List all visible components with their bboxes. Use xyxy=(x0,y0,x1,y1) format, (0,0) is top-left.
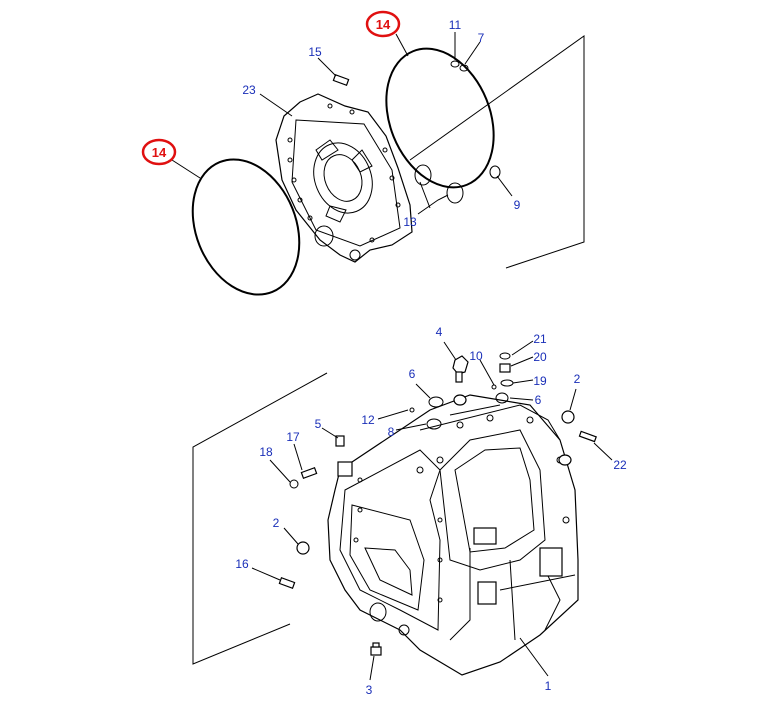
part-label: 15 xyxy=(308,45,322,59)
part-label: 21 xyxy=(533,332,547,346)
leader-lines xyxy=(171,32,613,681)
part-label: 4 xyxy=(436,325,443,339)
part-label: 18 xyxy=(259,445,273,459)
bolt-22[interactable] xyxy=(578,430,597,443)
part-label: 1 xyxy=(545,679,552,693)
washers-21-20-19[interactable] xyxy=(495,352,514,404)
part-label: 9 xyxy=(514,198,521,212)
callout-14-lower-highlight[interactable]: 14 xyxy=(141,138,177,166)
lower-plane xyxy=(192,372,328,665)
part-label: 10 xyxy=(469,349,483,363)
upper-plane xyxy=(409,35,585,269)
part-label: 23 xyxy=(242,83,256,97)
part-label: 6 xyxy=(535,393,542,407)
plug-4[interactable] xyxy=(452,355,469,383)
part-label: 11 xyxy=(449,18,462,32)
transmission-case[interactable] xyxy=(327,394,579,676)
part-label: 12 xyxy=(361,413,375,427)
part-label: 20 xyxy=(533,350,547,364)
o-ring-large-upper[interactable] xyxy=(367,33,514,204)
part-label: 14 xyxy=(152,145,167,160)
part-label: 17 xyxy=(286,430,300,444)
dowel-16[interactable] xyxy=(278,577,296,589)
part-label: 16 xyxy=(235,557,249,571)
plug-2-left[interactable] xyxy=(296,541,310,555)
part-labels: 14 11 7 15 23 14 13 9 4 21 10 20 19 2 6 … xyxy=(141,10,627,697)
part-label: 8 xyxy=(388,425,395,439)
cover-plate[interactable] xyxy=(275,93,413,263)
part-label: 22 xyxy=(613,458,627,472)
fitting-5[interactable] xyxy=(335,435,345,447)
part-label: 2 xyxy=(574,372,581,386)
plug-2-right[interactable] xyxy=(561,410,575,424)
part-label: 19 xyxy=(533,374,547,388)
part-label: 13 xyxy=(403,215,417,229)
washer-18[interactable] xyxy=(289,479,299,489)
part-label: 2 xyxy=(273,516,280,530)
part-label: 14 xyxy=(376,17,391,32)
callout-14-upper-highlight[interactable]: 14 xyxy=(365,10,401,38)
part-label: 7 xyxy=(478,31,485,45)
part-label: 3 xyxy=(366,683,373,697)
seal-6[interactable] xyxy=(409,384,497,430)
bolt-17[interactable] xyxy=(300,467,318,479)
part-label: 6 xyxy=(409,367,416,381)
o-ring-large-lower[interactable] xyxy=(173,143,318,310)
small-o-rings[interactable] xyxy=(414,60,501,204)
dowel-pin[interactable] xyxy=(332,74,350,86)
part-label: 5 xyxy=(315,417,322,431)
drain-plug-3[interactable] xyxy=(370,642,382,656)
